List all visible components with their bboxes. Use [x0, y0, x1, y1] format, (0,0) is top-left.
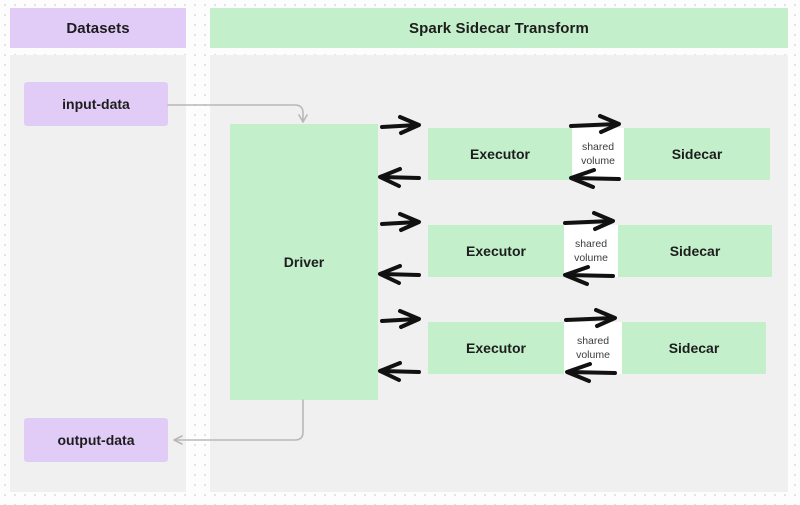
shared-volume-line-2: volume — [581, 155, 615, 167]
spark-panel-title: Spark Sidecar Transform — [210, 8, 788, 48]
node-executor[interactable]: Executor — [428, 322, 564, 374]
node-driver[interactable]: Driver — [230, 124, 378, 400]
node-output-data[interactable]: output-data — [24, 418, 168, 462]
node-executor[interactable]: Executor — [428, 225, 564, 277]
node-sidecar[interactable]: Sidecar — [618, 225, 772, 277]
shared-volume-label: shared volume — [564, 322, 622, 374]
shared-volume-line-2: volume — [576, 349, 610, 361]
node-sidecar[interactable]: Sidecar — [622, 322, 766, 374]
shared-volume-label: shared volume — [572, 128, 624, 180]
shared-volume-line-2: volume — [574, 252, 608, 264]
shared-volume-line-1: shared — [581, 140, 615, 153]
node-sidecar[interactable]: Sidecar — [624, 128, 770, 180]
shared-volume-line-1: shared — [574, 237, 608, 250]
node-input-data[interactable]: input-data — [24, 82, 168, 126]
shared-volume-label: shared volume — [564, 225, 618, 277]
shared-volume-line-1: shared — [576, 334, 610, 347]
datasets-panel-title: Datasets — [10, 8, 186, 48]
node-executor[interactable]: Executor — [428, 128, 572, 180]
